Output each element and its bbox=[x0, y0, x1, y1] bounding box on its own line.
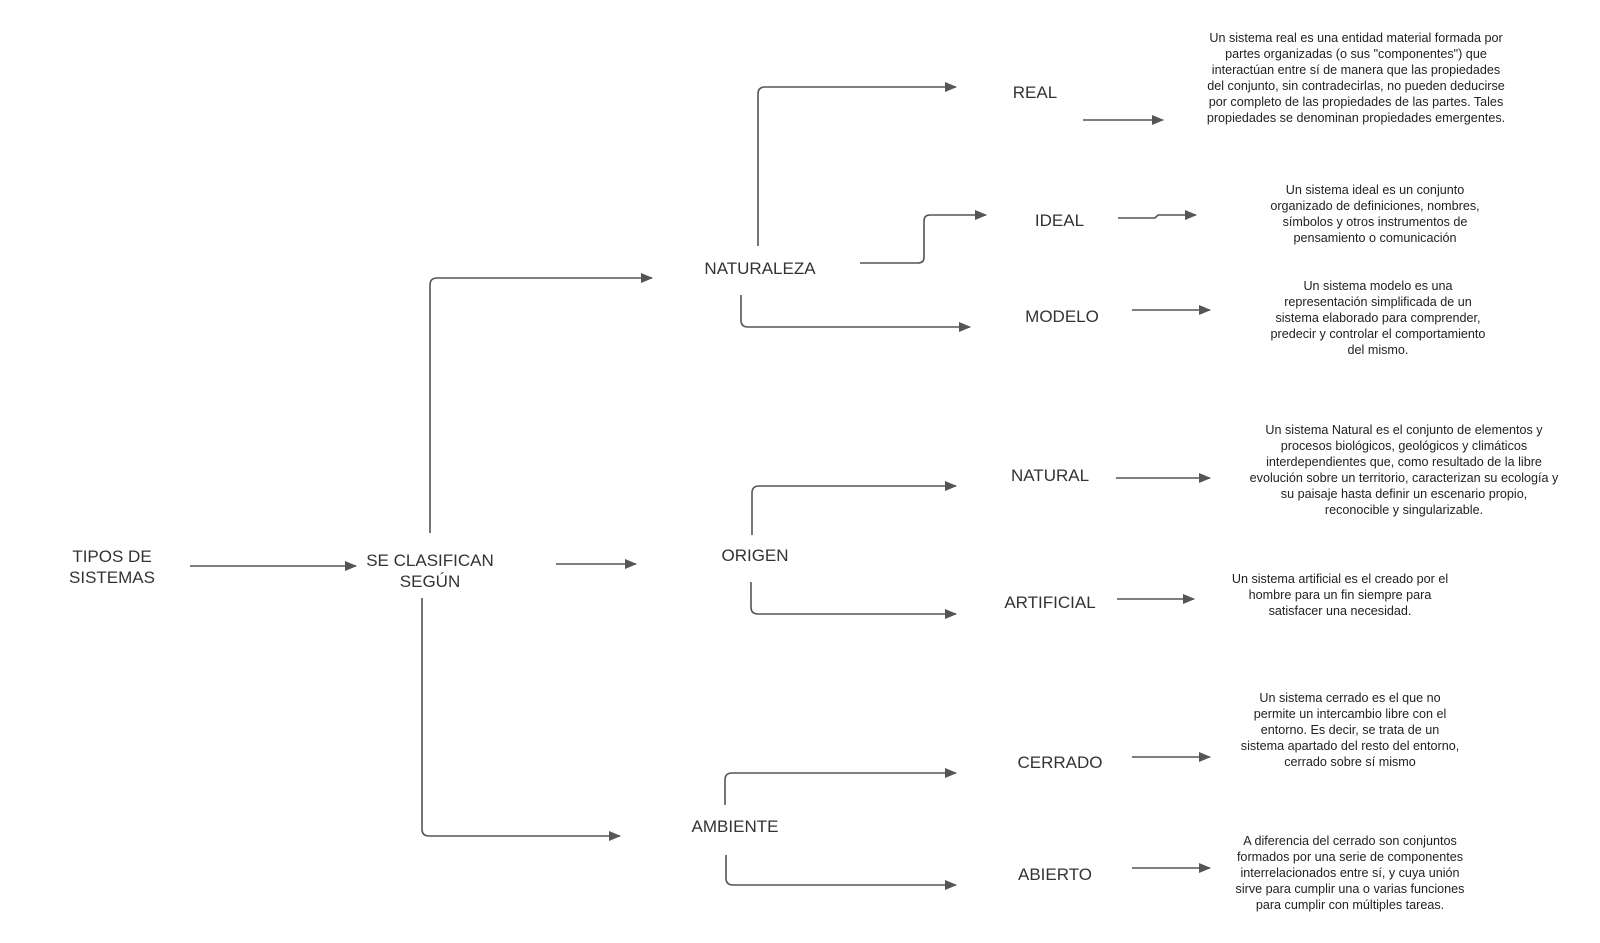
desc-natural: Un sistema Natural es el conjunto de ele… bbox=[1249, 423, 1559, 517]
root-line-2: SISTEMAS bbox=[69, 568, 155, 587]
classify-node: SE CLASIFICAN SEGÚN bbox=[350, 550, 510, 592]
type-cerrado: CERRADO bbox=[1017, 753, 1103, 772]
type-natural: NATURAL bbox=[1010, 466, 1090, 485]
type-ideal: IDEAL bbox=[1034, 211, 1085, 230]
type-modelo: MODELO bbox=[1025, 307, 1099, 326]
arrow-classify-to-ambiente bbox=[421, 598, 621, 841]
arrow-origen-to-natural bbox=[751, 481, 957, 535]
category-naturaleza: NATURALEZA bbox=[704, 259, 816, 278]
root-node: TIPOS DE SISTEMAS bbox=[60, 546, 164, 588]
desc-abierto: A diferencia del cerrado son conjuntos f… bbox=[1235, 834, 1465, 912]
desc-real: Un sistema real es una entidad material … bbox=[1206, 31, 1506, 125]
root-line-1: TIPOS DE bbox=[72, 547, 152, 566]
arrow-classify-to-naturaleza bbox=[429, 273, 653, 533]
category-ambiente: AMBIENTE bbox=[691, 817, 779, 836]
arrow-ideal-to-desc bbox=[1118, 210, 1197, 220]
desc-artificial: Un sistema artificial es el creado por e… bbox=[1231, 572, 1449, 618]
classify-line-2: SEGÚN bbox=[399, 572, 461, 591]
arrow-ambiente-to-cerrado bbox=[724, 768, 957, 805]
type-real: REAL bbox=[1012, 83, 1058, 102]
arrow-ambiente-to-abierto bbox=[725, 855, 957, 890]
type-artificial: ARTIFICIAL bbox=[1004, 593, 1096, 612]
type-abierto: ABIERTO bbox=[1017, 865, 1092, 884]
arrow-naturaleza-to-ideal bbox=[860, 210, 987, 264]
category-origen: ORIGEN bbox=[721, 546, 789, 565]
arrow-origen-to-artificial bbox=[750, 582, 957, 619]
desc-modelo: Un sistema modelo es una representación … bbox=[1270, 279, 1486, 357]
arrow-naturaleza-to-modelo bbox=[740, 295, 971, 332]
desc-cerrado: Un sistema cerrado es el que no permite … bbox=[1240, 691, 1460, 769]
arrow-naturaleza-to-real bbox=[757, 82, 957, 246]
classify-line-1: SE CLASIFICAN bbox=[366, 551, 494, 570]
desc-ideal: Un sistema ideal es un conjunto organiza… bbox=[1270, 183, 1480, 245]
